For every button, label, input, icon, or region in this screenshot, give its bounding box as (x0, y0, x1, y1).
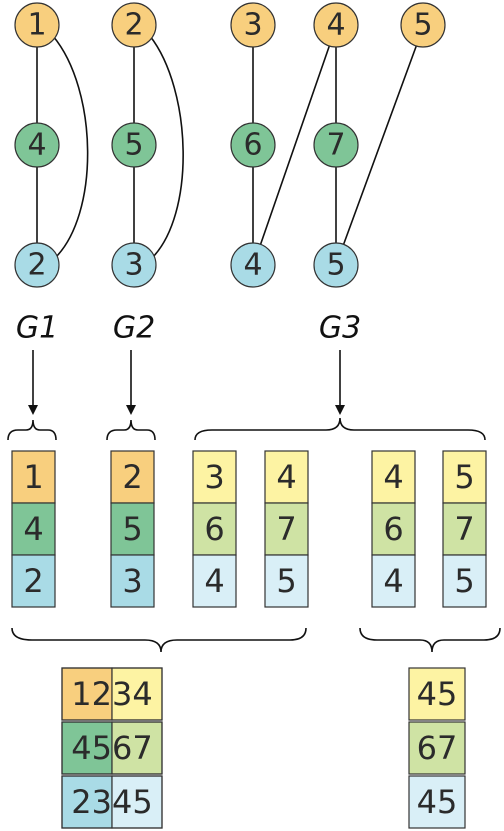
node-bottom-2 (14, 242, 60, 288)
block-g3-a: 3 6 4 (192, 450, 237, 608)
merged-right-bottom (408, 775, 466, 829)
block-g3-b: 4 7 5 (264, 450, 309, 608)
merged-left-mid-bg-light (111, 721, 163, 775)
node-bottom-3-label: 3 (124, 248, 143, 283)
node-top-5 (400, 2, 446, 48)
node-top-1-label: 1 (27, 8, 46, 43)
merged-block-right: 45 67 45 (408, 667, 466, 829)
group-label-g3: G3 (319, 311, 361, 346)
brace-g2 (106, 419, 156, 441)
block-g3-c-cell-bottom (371, 554, 416, 608)
group-label-g2: G2 (113, 311, 155, 346)
node-top-5-label: 5 (413, 8, 432, 43)
merged-right-top (408, 667, 466, 721)
block-g1-cell-bottom (11, 554, 56, 608)
block-g3-d-cell-top-label: 5 (454, 458, 474, 496)
block-g1-cell-mid-label: 4 (23, 510, 43, 548)
block-g2-cell-top-label: 2 (122, 458, 142, 496)
block-g3-b-cell-mid-label: 7 (276, 510, 296, 548)
node-mid-5-label: 5 (124, 128, 143, 163)
block-g2-cell-top (110, 450, 155, 504)
merged-left-mid-border (61, 721, 163, 775)
block-g3-b-cell-top-label: 4 (276, 458, 296, 496)
graph-nodes: 1 2 3 4 5 4 5 6 7 2 3 4 5 (14, 2, 446, 288)
block-g3-b-cell-bottom (264, 554, 309, 608)
edge-g1-1-2 (52, 35, 89, 260)
block-g3-c-cell-mid (371, 502, 416, 556)
block-g3-a-cell-mid (192, 502, 237, 556)
node-top-1 (14, 2, 60, 48)
block-g3-d-cell-top (442, 450, 487, 504)
block-g1-cell-bottom-label: 2 (23, 562, 43, 600)
merged-left-mid-label: 4567 (71, 729, 152, 767)
node-top-2-label: 2 (124, 8, 143, 43)
block-g1: 1 4 2 (11, 450, 56, 608)
merged-right-bottom-label: 45 (417, 783, 458, 821)
node-bottom-3 (111, 242, 157, 288)
block-g3-a-cell-bottom (192, 554, 237, 608)
edge-g2-2-3 (149, 35, 184, 260)
node-top-3 (230, 2, 276, 48)
merged-left-bottom-border (61, 775, 163, 829)
block-g2-cell-bottom-label: 3 (122, 562, 142, 600)
block-g3-a-cell-bottom-label: 4 (204, 562, 224, 600)
block-g3-c-cell-mid-label: 6 (383, 510, 403, 548)
block-g2: 2 5 3 (110, 450, 155, 608)
node-bottom-2-label: 2 (27, 248, 46, 283)
node-bottom-5 (313, 242, 359, 288)
block-g1-cell-top (11, 450, 56, 504)
brace-merge-left (11, 627, 307, 653)
block-g2-cell-mid (110, 502, 155, 556)
node-mid-6-label: 6 (243, 128, 262, 163)
node-top-2 (111, 2, 157, 48)
merged-right-mid (408, 721, 466, 775)
node-top-3-label: 3 (243, 8, 262, 43)
node-mid-4-label: 4 (27, 128, 46, 163)
node-bottom-4-label: 4 (243, 248, 262, 283)
graph-edges (36, 25, 418, 265)
node-bottom-4 (230, 242, 276, 288)
block-g3-d-cell-mid-label: 7 (454, 510, 474, 548)
merged-block-left: 1234 4567 2345 (61, 667, 163, 829)
node-mid-7 (313, 122, 359, 168)
node-mid-4 (14, 122, 60, 168)
group-label-g1: G1 (16, 311, 58, 346)
block-g3-c-cell-top (371, 450, 416, 504)
block-g3-a-cell-top-label: 3 (204, 458, 224, 496)
block-g3-c-cell-bottom-label: 4 (383, 562, 403, 600)
block-g3-d-cell-mid (442, 502, 487, 556)
merged-left-top-border (61, 667, 163, 721)
node-bottom-5-label: 5 (326, 248, 345, 283)
node-mid-5 (111, 122, 157, 168)
block-g3-d: 5 7 5 (442, 450, 487, 608)
block-g3-b-cell-bottom-label: 5 (276, 562, 296, 600)
block-g1-cell-top-label: 1 (23, 458, 43, 496)
node-mid-6 (230, 122, 276, 168)
block-g3-d-cell-bottom-label: 5 (454, 562, 474, 600)
merged-left-bottom-label: 2345 (71, 783, 152, 821)
brace-g3 (194, 417, 486, 441)
edge-g3-4top-4bottom (259, 43, 331, 247)
block-g3-a-cell-mid-label: 6 (204, 510, 224, 548)
merged-left-top-label: 1234 (71, 675, 152, 713)
node-mid-7-label: 7 (326, 128, 345, 163)
block-g3-c: 4 6 4 (371, 450, 416, 608)
node-top-4 (313, 2, 359, 48)
block-g3-d-cell-bottom (442, 554, 487, 608)
block-g2-cell-mid-label: 5 (122, 510, 142, 548)
merged-left-mid-bg-dark (61, 721, 113, 775)
brace-g1 (7, 419, 57, 441)
merged-right-mid-label: 67 (417, 729, 458, 767)
block-g2-cell-bottom (110, 554, 155, 608)
edge-g3-5top-5bottom (342, 43, 418, 247)
merged-right-top-label: 45 (417, 675, 458, 713)
node-top-4-label: 4 (326, 8, 345, 43)
block-g3-c-cell-top-label: 4 (383, 458, 403, 496)
brace-merge-right (359, 627, 501, 653)
block-g3-a-cell-top (192, 450, 237, 504)
block-g3-b-cell-top (264, 450, 309, 504)
